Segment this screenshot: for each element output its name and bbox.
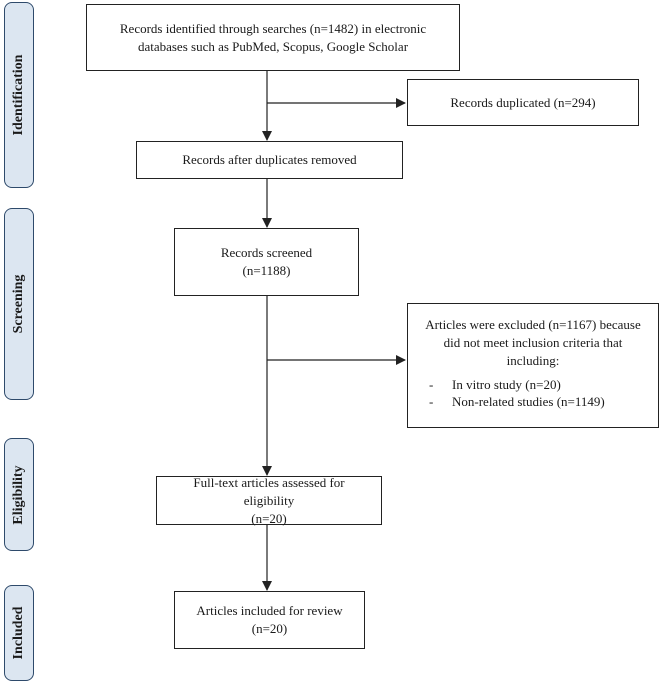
exclusion-reason-item: - Non-related studies (n=1149) [408,393,658,410]
box-articles-included: Articles included for review (n=20) [174,591,365,649]
records-screened-line2: (n=1188) [242,263,291,278]
fulltext-line3: (n=20) [251,510,287,526]
stage-screening-tab: Screening [4,208,34,400]
box-records-identified: Records identified through searches (n=1… [86,4,460,71]
list-dash: - [429,394,434,409]
excluded-line2: did not meet inclusion criteria that [443,335,623,350]
included-review-line2: (n=20) [251,621,288,636]
records-duplicated-line1: Records duplicated (n=294) [450,94,596,110]
records-identified-line2: databases such as PubMed, Scopus, Google… [137,38,409,54]
exclusion-reason-text: In vitro study (n=20) [452,377,561,392]
stage-eligibility-tab: Eligibility [4,438,34,551]
excluded-line3: including: [506,353,560,368]
box-articles-excluded: Articles were excluded (n=1167) because … [407,303,659,428]
included-review-line1: Articles included for review [196,603,343,618]
fulltext-line2: eligibility [243,492,295,508]
fulltext-line1: Full-text articles assessed for [193,474,345,490]
exclusion-reasons-list: - In vitro study (n=20) - Non-related st… [408,376,658,410]
box-after-duplicates: Records after duplicates removed [136,141,403,179]
records-identified-line1: Records identified through searches (n=1… [119,20,427,36]
exclusion-reason-text: Non-related studies (n=1149) [452,394,605,409]
after-duplicates-line1: Records after duplicates removed [182,152,357,167]
records-screened-line1: Records screened [220,245,313,260]
stage-included-tab: Included [4,585,34,681]
exclusion-reason-item: - In vitro study (n=20) [408,376,658,393]
stage-identification-tab: Identification [4,2,34,188]
box-fulltext-assessed: Full-text articles assessed for eligibil… [156,474,382,526]
box-records-screened: Records screened (n=1188) [174,228,359,296]
list-dash: - [429,377,434,392]
box-records-duplicated: Records duplicated (n=294) [407,79,639,126]
excluded-line1: Articles were excluded (n=1167) because [425,317,641,332]
